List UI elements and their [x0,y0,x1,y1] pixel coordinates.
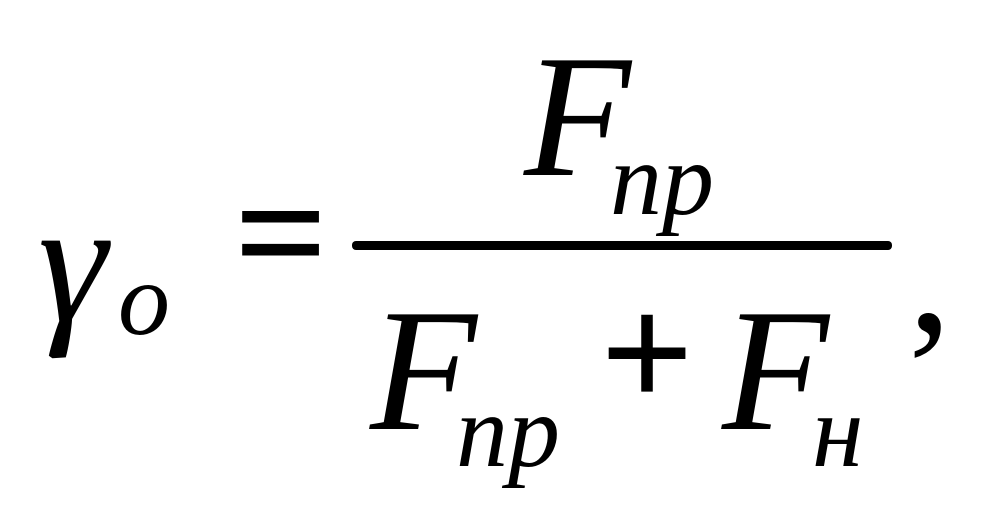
plus-sign: + [600,261,695,444]
denominator-subscript-2: н [812,374,864,489]
numerator-f: F [524,19,631,213]
denominator-subscript-1: пр [456,374,560,489]
denominator-f1: F [370,273,477,467]
equals-sign: = [234,141,329,324]
trailing-comma: , [908,175,952,369]
lhs-gamma: γ [38,165,107,359]
numerator-subscript: пр [610,122,714,237]
fraction-bar [352,241,892,250]
lhs-subscript: o [118,242,170,357]
denominator-f2: F [722,273,829,467]
